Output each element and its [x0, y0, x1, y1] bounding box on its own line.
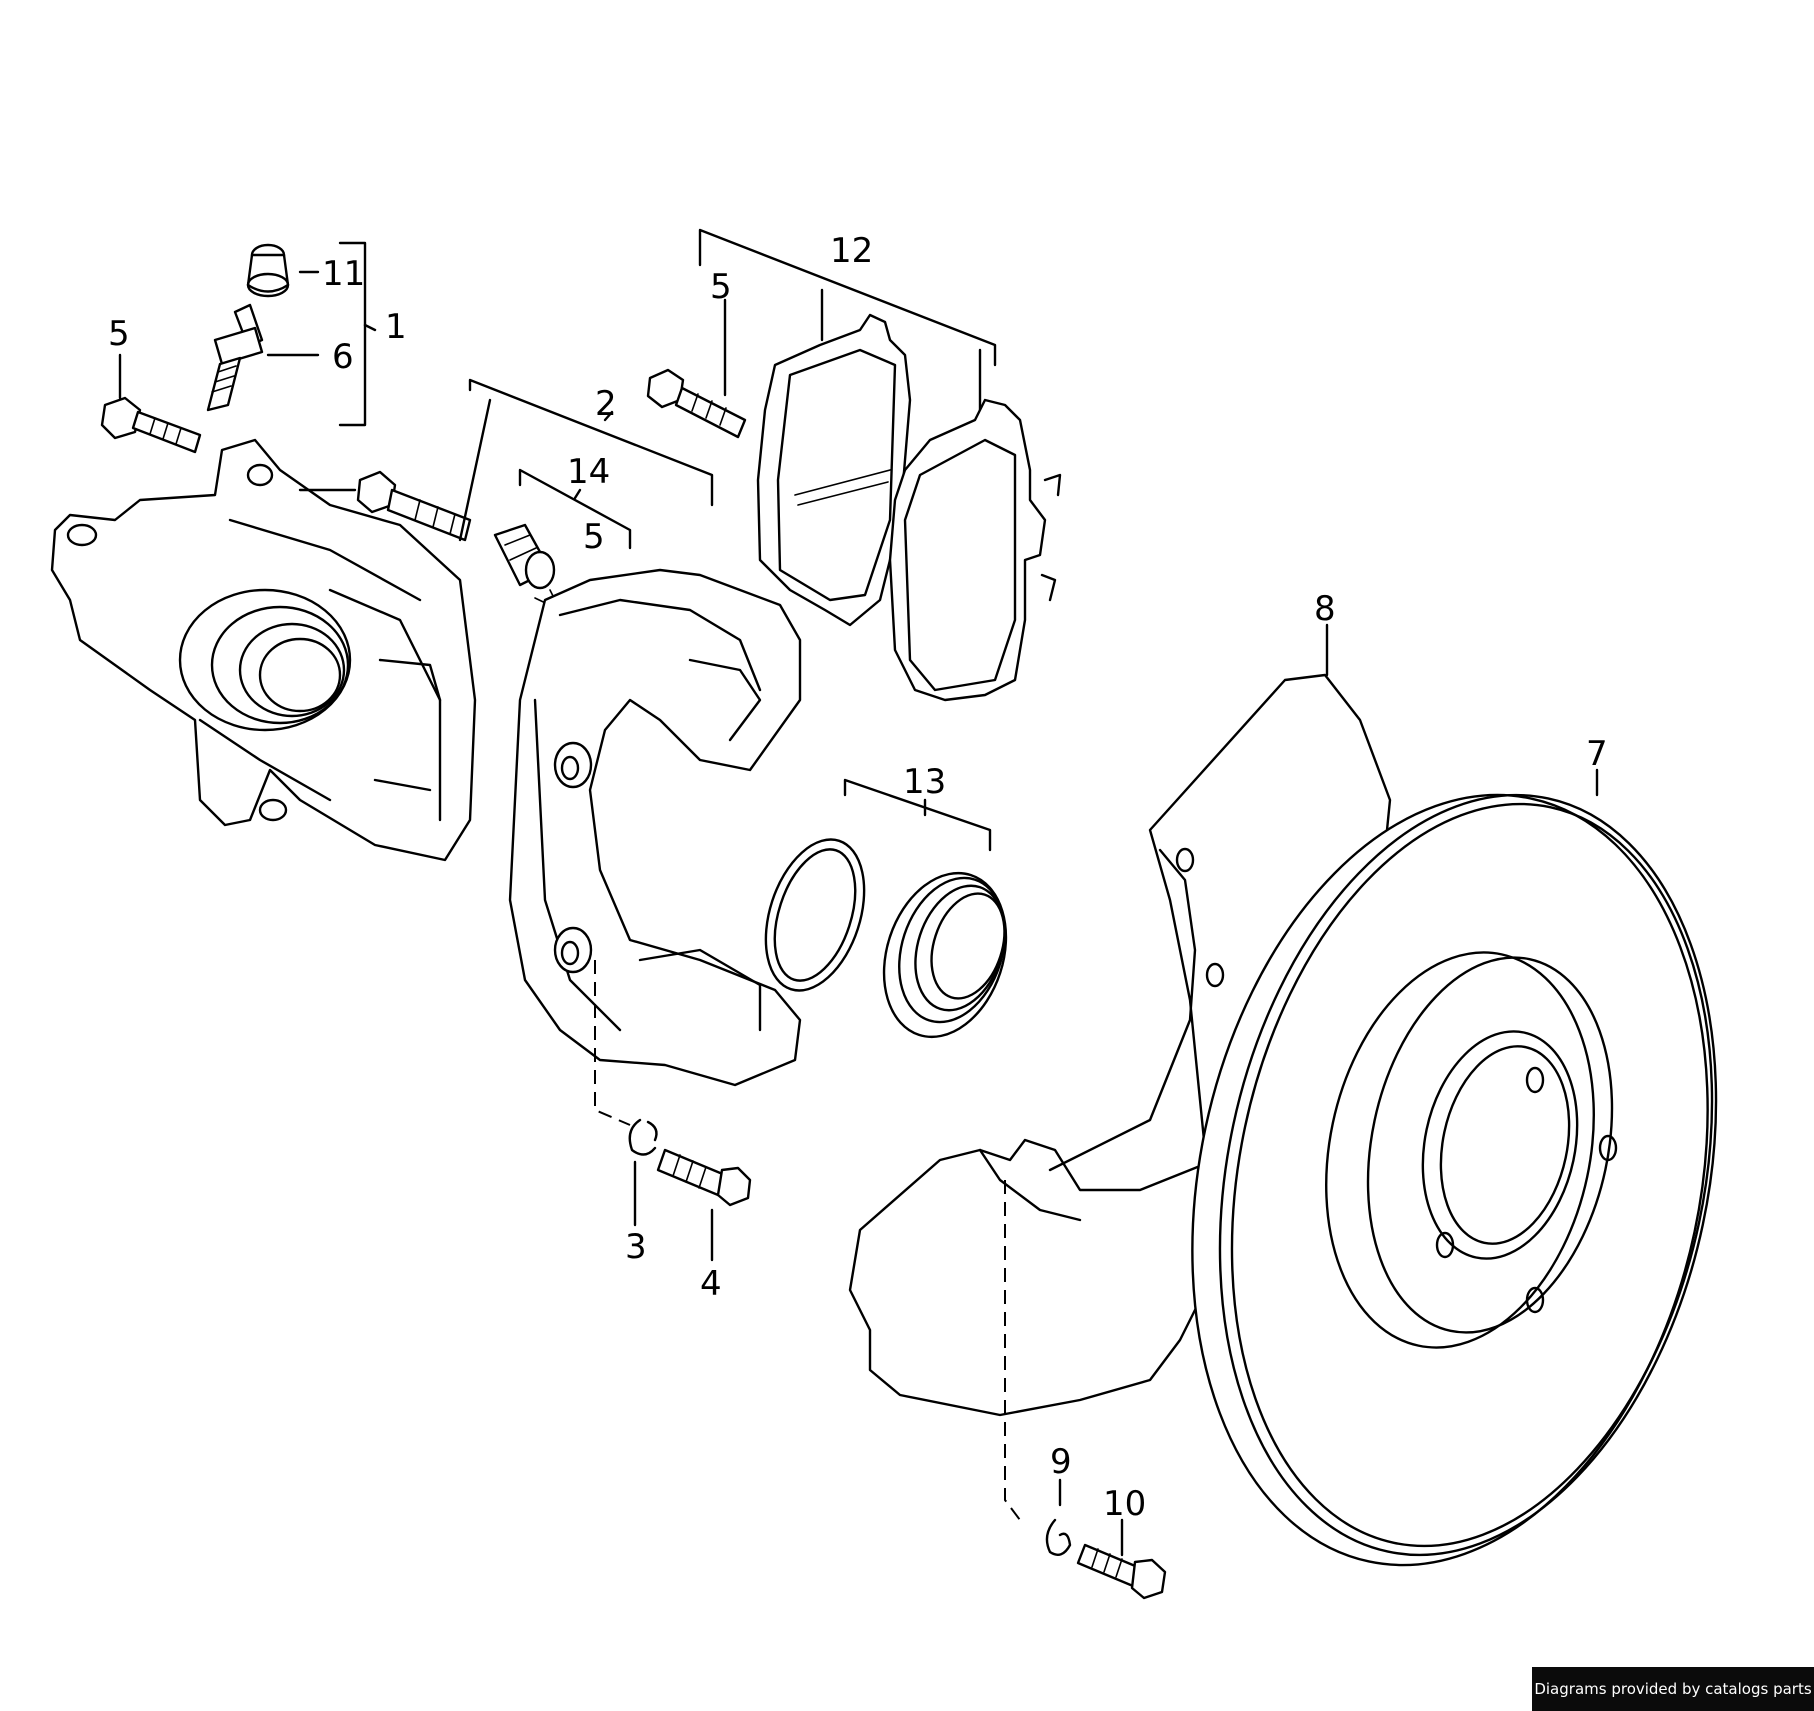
label-2: 2 [595, 384, 617, 424]
carrier-bolt-upper[interactable] [646, 368, 747, 439]
brake-pad-inner[interactable] [756, 313, 912, 627]
carrier-mounting-bolt[interactable] [656, 1148, 752, 1207]
spring-washer[interactable] [628, 1118, 658, 1156]
label-5-upper: 5 [710, 267, 732, 307]
label-8: 8 [1314, 589, 1336, 629]
label-7: 7 [1586, 734, 1608, 774]
credit-badge: Diagrams provided by catalogs parts [1532, 1667, 1814, 1711]
label-13: 13 [903, 762, 946, 802]
label-3: 3 [625, 1227, 647, 1267]
label-6: 6 [332, 337, 354, 377]
group-bracket-13 [843, 778, 992, 852]
splash-plate-bolt[interactable] [1076, 1543, 1167, 1600]
bleeder-cap[interactable] [246, 243, 320, 298]
label-12: 12 [830, 231, 873, 271]
guide-bush[interactable] [493, 523, 556, 590]
brake-pad-outer[interactable] [888, 398, 1062, 702]
label-14: 14 [567, 452, 610, 492]
label-11: 11 [322, 254, 365, 294]
group-bracket-1 [338, 241, 367, 427]
label-10: 10 [1103, 1484, 1146, 1524]
brake-caliper-housing[interactable] [50, 438, 477, 862]
brake-disc[interactable] [1124, 747, 1782, 1614]
piston-seal-ring[interactable] [748, 827, 882, 1003]
caliper-carrier-bracket[interactable] [508, 568, 802, 1087]
label-4: 4 [700, 1264, 722, 1304]
label-1: 1 [385, 307, 407, 347]
group-bracket-12 [698, 228, 997, 367]
caliper-guide-bolt-left[interactable] [100, 396, 202, 454]
label-5-left: 5 [108, 314, 130, 354]
spring-washer-small[interactable] [1045, 1518, 1072, 1556]
guide-pin[interactable] [356, 470, 472, 542]
group-bracket-2 [468, 378, 714, 507]
label-5-mid: 5 [583, 517, 605, 557]
dust-boot[interactable] [864, 857, 1026, 1053]
label-9: 9 [1050, 1442, 1072, 1482]
bleeder-screw[interactable] [206, 303, 320, 412]
